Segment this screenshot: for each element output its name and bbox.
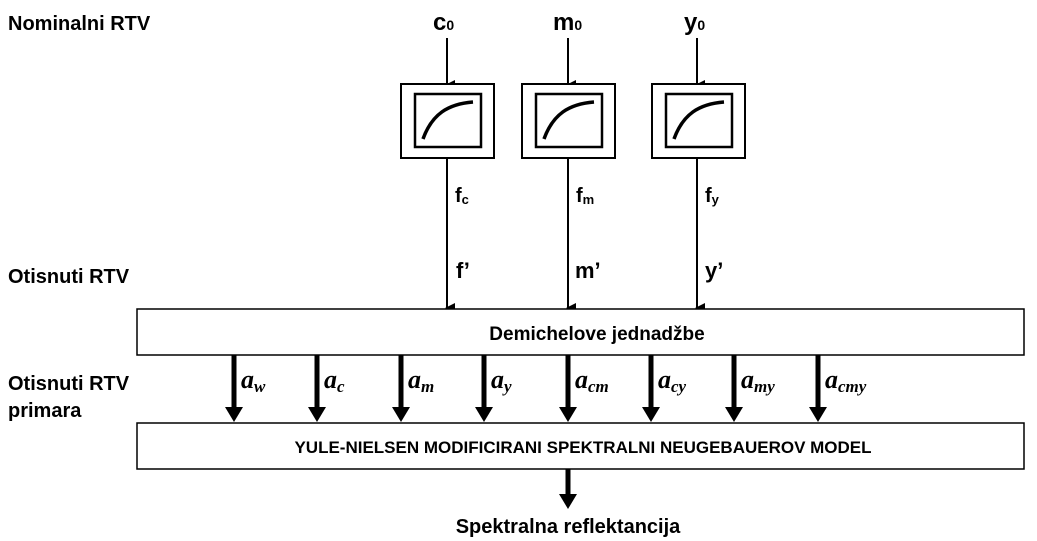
output-arrow: [559, 469, 577, 509]
input-label-y0: y0: [684, 9, 705, 36]
svg-text:fm: fm: [576, 185, 594, 207]
curve-box-y: [651, 83, 746, 159]
svg-text:fy: fy: [705, 185, 720, 207]
input-label-c0: c0: [433, 9, 454, 36]
svg-text:m0: m0: [553, 9, 582, 36]
primary-label-aw: aw: [241, 365, 266, 396]
primary-label-ac: ac: [324, 365, 345, 396]
demichel-box: [136, 308, 1025, 356]
model-box: [136, 422, 1025, 470]
primary-arrows: [225, 355, 827, 422]
output-label: Spektralna reflektancija: [456, 516, 681, 538]
function-label-fm: fm: [576, 185, 594, 207]
dot-gain-curve-icon: [542, 100, 595, 140]
function-label-fy: fy: [705, 185, 720, 207]
svg-text:fc: fc: [455, 185, 469, 207]
svg-text:ac: ac: [324, 365, 345, 396]
model-box-label: YULE-NIELSEN MODIFICIRANI SPEKTRALNI NEU…: [294, 438, 871, 457]
primary-label-acmy: acmy: [825, 365, 867, 396]
dot-gain-curve-icon: [672, 100, 725, 140]
function-label-fc: fc: [455, 185, 469, 207]
demichel-box-label: Demichelove jednadžbe: [489, 324, 704, 345]
nominal-rtv-label: Nominalni RTV: [8, 13, 151, 35]
svg-text:acmy: acmy: [825, 365, 867, 396]
svg-text:acm: acm: [575, 365, 609, 396]
svg-text:ay: ay: [491, 365, 512, 396]
printed-value-f: f’: [456, 258, 470, 283]
svg-text:y0: y0: [684, 9, 705, 36]
primary-label-amy: amy: [741, 365, 775, 396]
printed-primaries-label-line1: Otisnuti RTV: [8, 373, 130, 395]
primary-label-am: am: [408, 365, 434, 396]
printed-value-m: m’: [575, 258, 601, 283]
input-label-m0: m0: [553, 9, 582, 36]
primary-label-acy: acy: [658, 365, 687, 396]
curve-box-m: [521, 83, 616, 159]
svg-text:acy: acy: [658, 365, 687, 396]
dot-gain-curve-icon: [421, 100, 474, 140]
svg-text:amy: amy: [741, 365, 775, 396]
svg-text:am: am: [408, 365, 434, 396]
primary-label-acm: acm: [575, 365, 609, 396]
printed-rtv-label: Otisnuti RTV: [8, 266, 130, 288]
curve-box-c: [400, 83, 495, 159]
primary-label-ay: ay: [491, 365, 512, 396]
printed-primaries-label-line2: primara: [8, 400, 82, 422]
svg-text:c0: c0: [433, 9, 454, 36]
svg-text:aw: aw: [241, 365, 266, 396]
printed-value-y: y’: [705, 258, 723, 283]
